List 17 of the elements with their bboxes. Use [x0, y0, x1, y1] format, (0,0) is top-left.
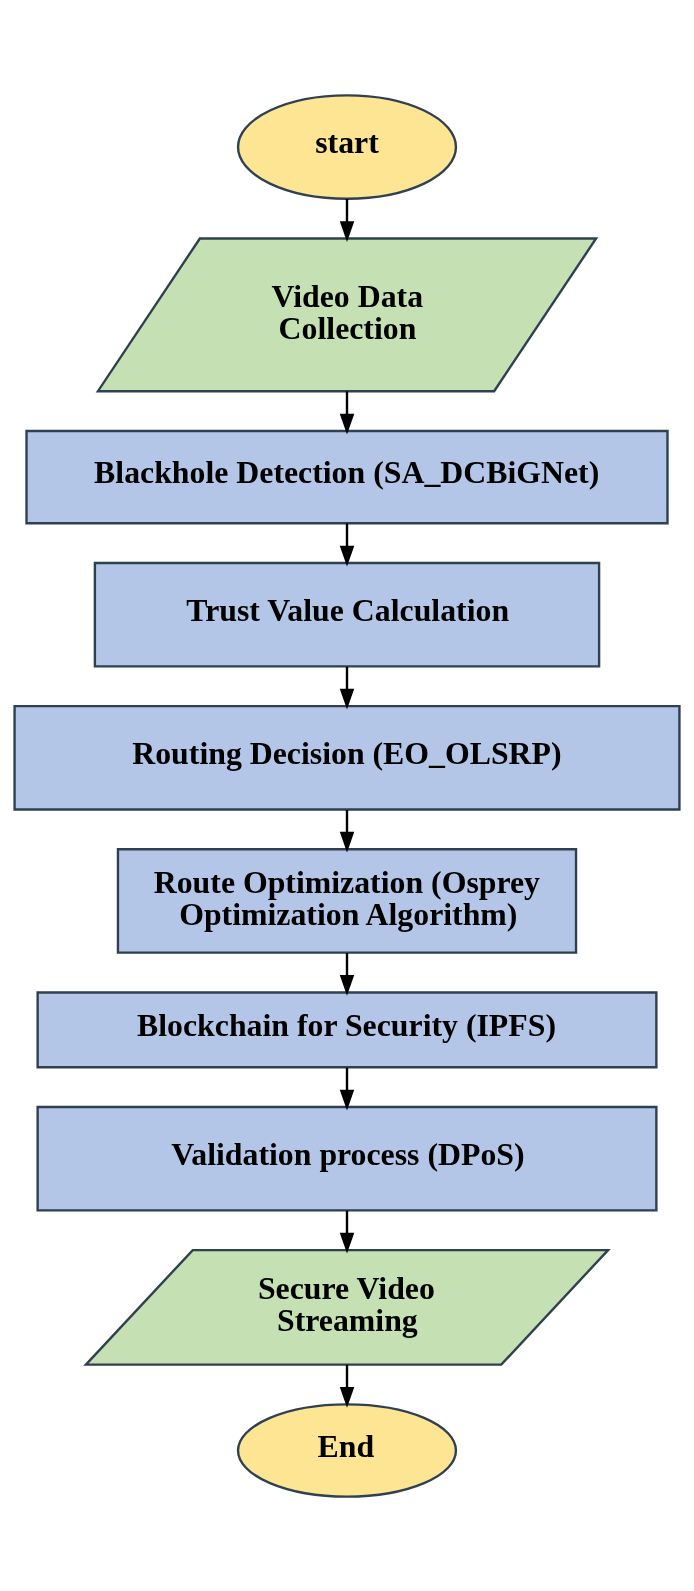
- node-box: Trust Value Calculation: [93, 561, 601, 668]
- arrow: [339, 952, 355, 996]
- arrow: [339, 198, 355, 242]
- node-ellipse: End: [236, 1402, 458, 1498]
- arrow: [339, 390, 355, 434]
- node-box: Blackhole Detection (SA_DCBiGNet): [25, 429, 669, 524]
- arrow: [339, 1067, 355, 1110]
- node-ellipse: start: [236, 93, 458, 200]
- node-box: Route Optimization (Osprey Optimization Algorithm): [116, 847, 578, 954]
- node-box: Blockchain for Security (IPFS): [36, 990, 658, 1068]
- arrow: [339, 1210, 355, 1253]
- arrow: [339, 1364, 355, 1408]
- arrow: [339, 666, 355, 709]
- node-box: Routing Decision (EO_OLSRP): [13, 704, 681, 811]
- node-box: Validation process (DPoS): [36, 1105, 658, 1212]
- arrow: [339, 809, 355, 853]
- arrow: [339, 522, 355, 567]
